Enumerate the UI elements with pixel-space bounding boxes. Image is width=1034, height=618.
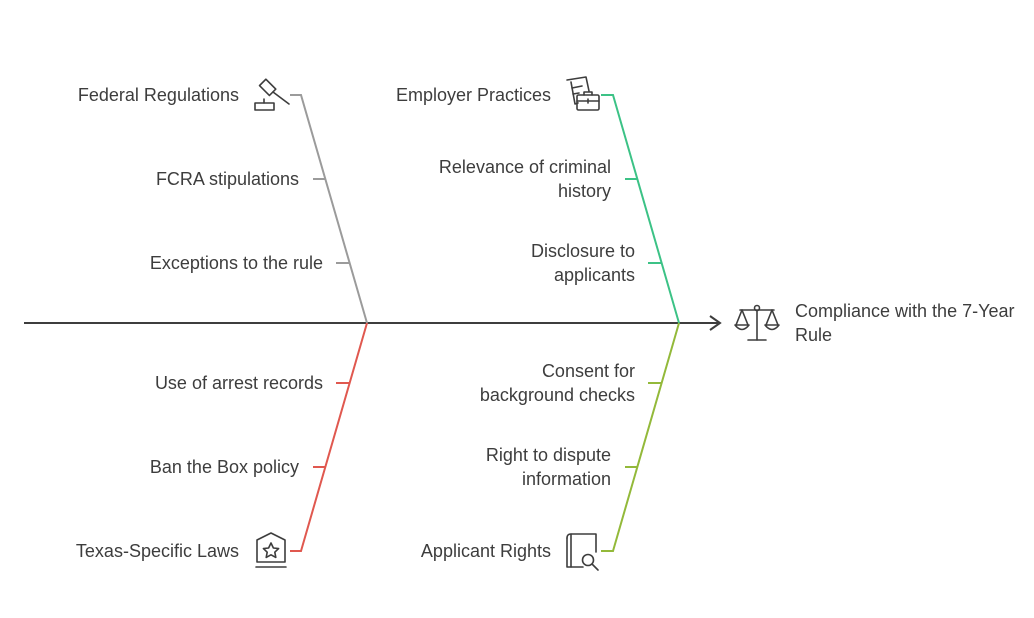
cause-exceptions-to-the-rule: Exceptions to the rule: [149, 253, 323, 273]
cause-ban-the-box-policy: Ban the Box policy: [149, 457, 299, 477]
cause-disclosure-to-applicants: Disclosure to applicants: [530, 241, 635, 285]
bone-applicant-rights: [601, 322, 680, 552]
cause-consent-for-background-checks: Consent for background checks: [479, 361, 635, 405]
gavel-icon: [254, 78, 290, 111]
category-texas-specific-laws-title: Texas-Specific Laws: [75, 541, 239, 561]
cause-fcra-stipulations: FCRA stipulations: [155, 169, 299, 189]
bone-federal-regulations: [290, 94, 368, 324]
cause-use-of-arrest-records: Use of arrest records: [154, 373, 323, 393]
briefcase-documents-icon: [566, 76, 600, 111]
category-federal-regulations-title: Federal Regulations: [77, 85, 239, 105]
spine-arrowhead: [709, 315, 722, 331]
effect-label: Compliance with the 7-Year Rule: [795, 301, 1015, 345]
category-applicant-rights-title: Applicant Rights: [420, 541, 551, 561]
bone-employer-practices: [601, 94, 680, 324]
book-search-icon: [566, 533, 599, 571]
balance-scale-icon: [734, 304, 780, 341]
cause-relevance-of-criminal-history: Relevance of criminal history: [438, 157, 611, 201]
cause-right-to-dispute-information: Right to dispute information: [485, 445, 611, 489]
bone-texas-specific-laws: [290, 322, 368, 552]
category-employer-practices-title: Employer Practices: [395, 85, 551, 105]
house-star-icon: [255, 532, 287, 568]
